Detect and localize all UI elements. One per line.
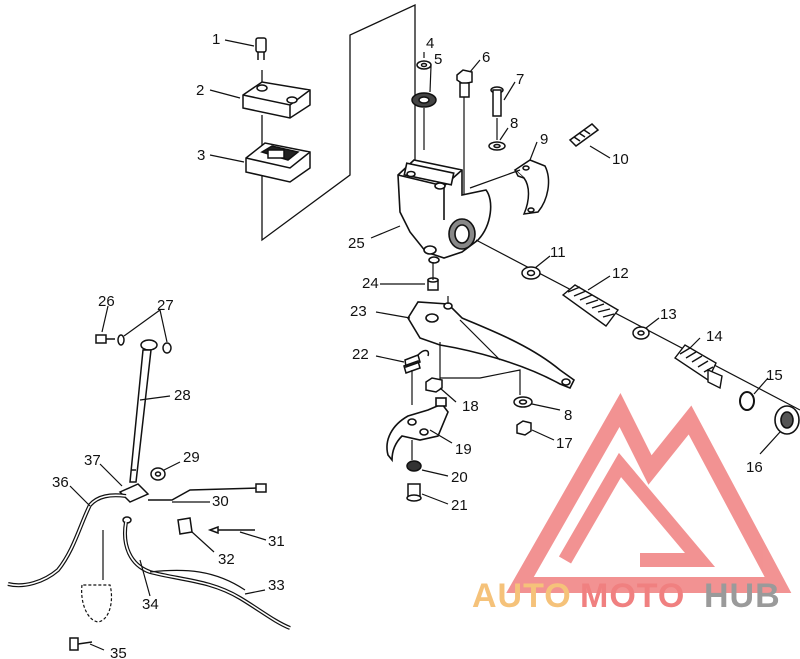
leader-lines [69, 39, 781, 651]
part-8-washer-upper [488, 141, 506, 151]
part-28-rod [129, 339, 158, 483]
callout-22: 22 [352, 346, 369, 363]
callout-26: 26 [98, 293, 115, 310]
callout-2: 2 [196, 82, 204, 99]
part-1-screw [255, 37, 267, 60]
callout-5: 5 [434, 51, 442, 68]
part-11-washer [521, 266, 541, 280]
part-13-washer [632, 326, 650, 340]
part-20-washer [406, 460, 422, 472]
watermark-triangle-outer [506, 393, 792, 593]
part-15-oring [739, 391, 755, 411]
callout-25: 25 [348, 235, 365, 252]
part-9-clamp [513, 159, 550, 215]
callout-11: 11 [550, 244, 566, 261]
part-10-screw [568, 123, 600, 147]
part-29-fitting [150, 467, 166, 481]
callout-8-upper: 8 [510, 115, 518, 132]
watermark-auto: AUTO [472, 577, 572, 615]
callout-17: 17 [556, 435, 573, 452]
callout-labels: 1 2 3 4 5 6 7 8 9 10 11 12 13 14 15 16 1… [52, 31, 783, 659]
part-6-bolt [456, 69, 473, 98]
callout-21: 21 [451, 497, 468, 514]
callout-24: 24 [362, 275, 379, 292]
watermark-triangle-inner [558, 452, 716, 567]
callout-31: 31 [268, 533, 285, 550]
part-12-boot [561, 284, 620, 327]
part-2-cover [242, 81, 311, 119]
part-27-washers [117, 334, 172, 354]
callout-36: 36 [52, 474, 69, 491]
watermark-moto: MOTO [580, 577, 685, 615]
part-30-switch [148, 483, 267, 501]
part-7-pin [490, 86, 504, 117]
part-3-diaphragm [245, 142, 311, 183]
callout-16: 16 [746, 459, 763, 476]
callout-37: 37 [84, 452, 101, 469]
assembly-outline [261, 3, 416, 242]
part-19-bracket [386, 397, 449, 463]
callout-35: 35 [110, 645, 127, 659]
callout-28: 28 [174, 387, 191, 404]
part-36-hose [7, 493, 127, 588]
callout-20: 20 [451, 469, 468, 486]
callout-6: 6 [482, 49, 490, 66]
callout-13: 13 [660, 306, 677, 323]
callout-30: 30 [212, 493, 229, 510]
callout-34: 34 [142, 596, 159, 613]
callout-12: 12 [612, 265, 629, 282]
part-16-cap [774, 405, 800, 435]
part-14-spring [673, 344, 723, 390]
watermark-text: AUTO MOTO HUB [472, 577, 781, 615]
part-8-washer-lower [513, 396, 533, 408]
callout-9: 9 [540, 131, 548, 148]
part-5-seal [411, 92, 437, 108]
axis-line [475, 239, 800, 411]
callout-18: 18 [462, 398, 479, 415]
watermark-logo [506, 393, 792, 593]
part-31-pin [207, 525, 255, 535]
callout-33: 33 [268, 577, 285, 594]
part-23-lever [407, 301, 576, 390]
callout-7: 7 [516, 71, 524, 88]
part-35-caliper [81, 584, 113, 623]
callout-19: 19 [455, 441, 472, 458]
callout-3: 3 [197, 147, 205, 164]
callout-8-lower: 8 [564, 407, 572, 424]
callout-14: 14 [706, 328, 723, 345]
part-33-hose [149, 569, 246, 591]
part-25-master-cylinder [397, 159, 492, 264]
part-18-nut [425, 377, 443, 393]
part-22-spring [403, 349, 430, 374]
callout-32: 32 [218, 551, 235, 568]
callout-15: 15 [766, 367, 783, 384]
callout-1: 1 [212, 31, 220, 48]
part-17-nut [516, 420, 532, 436]
watermark-hub: HUB [704, 577, 781, 615]
part-4-washer [416, 60, 432, 70]
callout-27: 27 [157, 297, 174, 314]
callout-29: 29 [183, 449, 200, 466]
part-21-screw [406, 483, 422, 502]
part-32-cap [177, 517, 193, 535]
part-26-screw [95, 334, 115, 344]
part-35-screw [69, 637, 93, 651]
callout-4: 4 [426, 35, 434, 52]
part-37-junction [118, 483, 150, 524]
callout-23: 23 [350, 303, 367, 320]
callout-10: 10 [612, 151, 629, 168]
